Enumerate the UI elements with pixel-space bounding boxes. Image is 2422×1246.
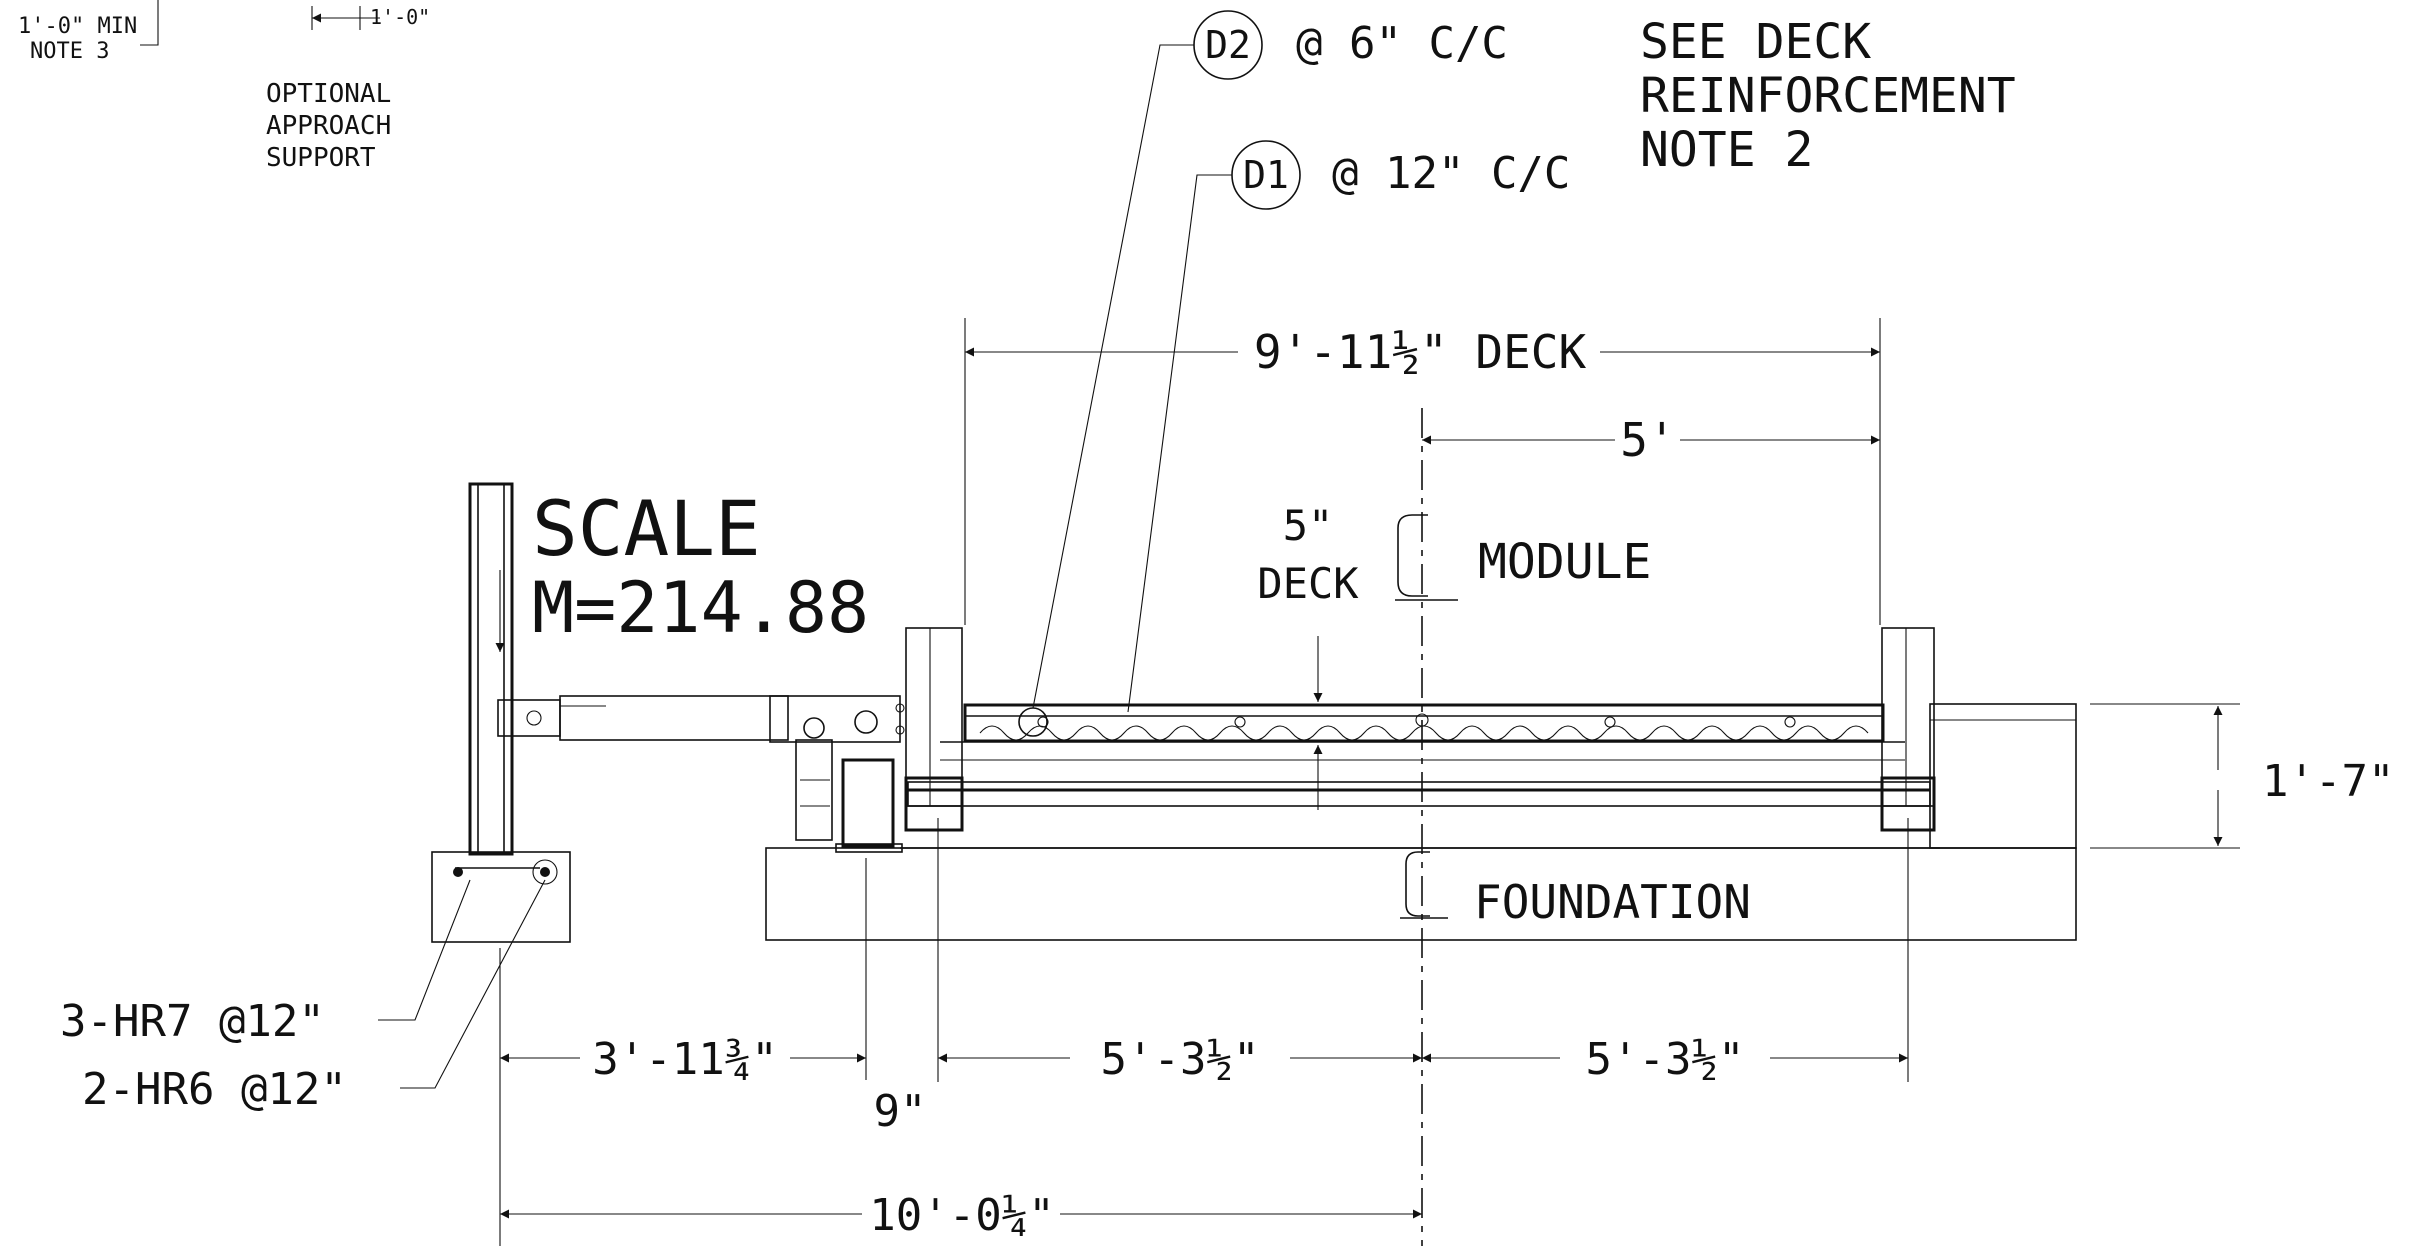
d1-bubble-label: D1 [1243, 153, 1289, 197]
approach-support [431, 482, 905, 943]
hydraulic-bracket [769, 695, 901, 743]
vertical-post [468, 482, 514, 856]
module-label: MODULE [1478, 534, 1651, 590]
see-deck-line-2: REINFORCEMENT [1640, 68, 2016, 124]
post-footing [431, 851, 571, 943]
deck-thick-bottom: DECK [1257, 559, 1359, 608]
see-deck-line-1: SEE DECK [1640, 14, 1871, 70]
deck-thick-top: 5" [1283, 501, 1334, 550]
optional-line-3: SUPPORT [266, 143, 376, 173]
scale-line-2: M=214.88 [532, 567, 869, 649]
nine-inch-label: 9" [874, 1086, 927, 1137]
d2-bubble-label: D2 [1205, 23, 1251, 67]
foundation-slab [765, 847, 2077, 941]
d1-leader-line [1127, 174, 1232, 713]
foundation-and-deck [765, 627, 2077, 941]
d2-spacing-text: @ 6" C/C [1296, 18, 1508, 69]
d2-leader-line [1032, 44, 1194, 709]
half-deck-dimension: 5' [1422, 413, 1880, 467]
optional-line-1: OPTIONAL [266, 79, 391, 109]
approach-dim-label: 3'-11¾" [592, 1034, 777, 1085]
scale-line-1: SCALE [532, 484, 761, 573]
centerline-symbol-foundation [1405, 851, 1430, 917]
min-note-text: 1'-0" MIN [18, 14, 137, 39]
approach-beam [559, 695, 789, 741]
foundation-label: FOUNDATION [1474, 875, 1751, 929]
deck-corrugation [979, 725, 1869, 741]
hr7-label: 3-HR7 @12" [60, 996, 325, 1047]
rebar-callouts: 3-HR7 @12" 2-HR6 @12" [60, 879, 546, 1115]
bottom-dimensions: 3'-11¾" 5'-3½" 5'-3½" 9" 10'-0¼" [499, 818, 1909, 1246]
overall-dim-label: 10'-0¼" [869, 1190, 1054, 1241]
optional-line-2: APPROACH [266, 111, 391, 141]
scale-block: SCALE M=214.88 [532, 484, 869, 649]
height-label: 1'-7" [2262, 756, 2394, 807]
see-deck-line-3: NOTE 2 [1640, 122, 1813, 178]
d1-spacing-text: @ 12" C/C [1332, 148, 1570, 199]
right-half-dim-label: 5'-3½" [1586, 1034, 1745, 1085]
deck-girder [907, 781, 1931, 807]
deck-thickness-dimension: 5" DECK [1257, 501, 1359, 810]
left-half-dim-label: 5'-3½" [1101, 1034, 1260, 1085]
small-dim-text: 1'-0" [370, 5, 430, 29]
deck-reinforcement-notes: D2 @ 6" C/C D1 @ 12" C/C SEE DECK REINFO… [1018, 10, 2016, 737]
height-dimension: 1'-7" [2090, 703, 2394, 849]
top-left-notes: 1'-0" MIN NOTE 3 1'-0" OPTIONAL APPROACH… [18, 0, 430, 173]
jack-cylinder [841, 758, 895, 848]
centerline-module: MODULE [1395, 408, 1651, 1246]
deck-plate [963, 703, 1885, 743]
half-deck-label: 5' [1620, 413, 1675, 467]
centerline-symbol-module [1397, 514, 1428, 597]
hr6-label: 2-HR6 @12" [82, 1064, 347, 1115]
note3-text: NOTE 3 [30, 39, 109, 64]
centerline-foundation: FOUNDATION [1400, 851, 1751, 929]
deck-width-dimension: 9'-11½" DECK [964, 318, 1881, 625]
approach-slab-right [1929, 703, 2077, 849]
deck-width-label: 9'-11½" DECK [1254, 325, 1587, 379]
jack-frame [795, 739, 833, 841]
